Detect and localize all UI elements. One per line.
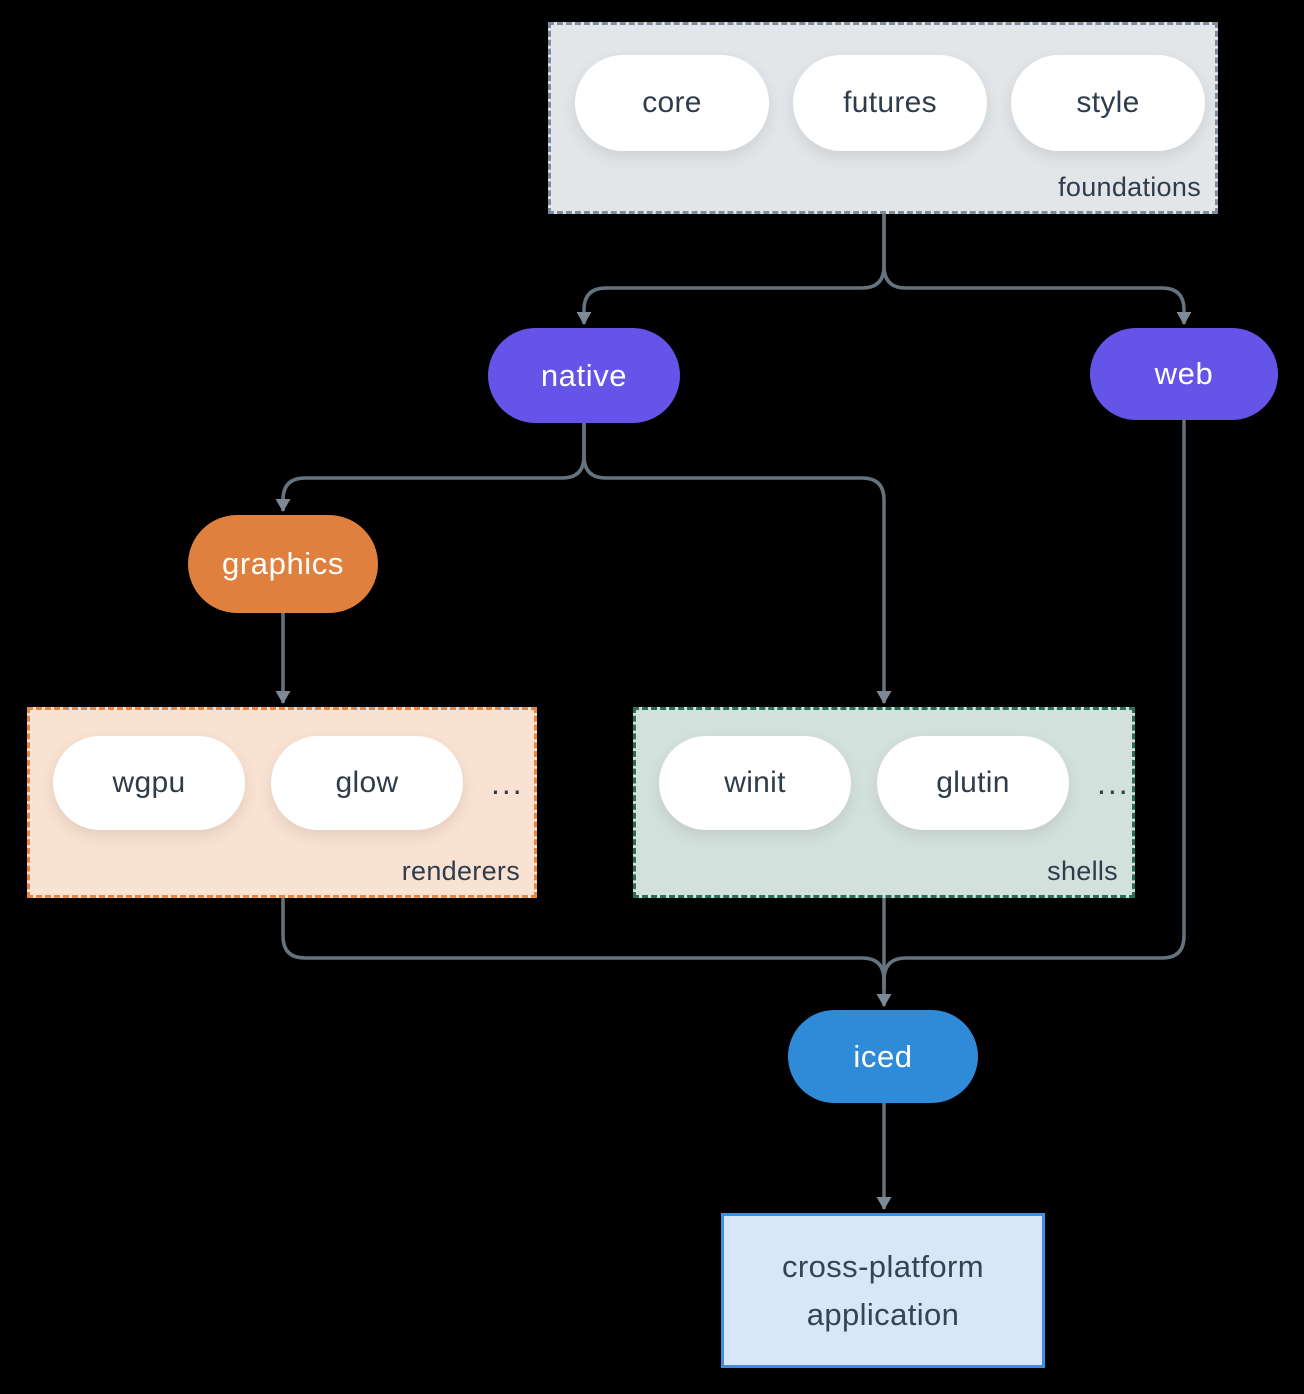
shells-group: winit glutin ... shells <box>633 707 1135 898</box>
application-label-line1: cross-platform <box>782 1248 984 1284</box>
edge-native-to-graphics <box>275 423 586 512</box>
node-wgpu: wgpu <box>53 736 245 830</box>
node-futures: futures <box>793 55 987 151</box>
node-native: native <box>488 328 680 423</box>
shells-ellipsis: ... <box>1097 764 1130 801</box>
node-cross-platform-application: cross-platform application <box>721 1213 1045 1368</box>
node-winit: winit <box>659 736 851 830</box>
shells-pill-row: winit glutin ... <box>659 736 1130 830</box>
edge-foundations-to-web <box>882 214 1192 325</box>
edge-renderers-to-iced <box>281 898 886 990</box>
node-glutin: glutin <box>877 736 1069 830</box>
renderers-pill-row: wgpu glow ... <box>53 736 524 830</box>
renderers-group-label: renderers <box>401 856 520 886</box>
renderers-ellipsis: ... <box>491 764 524 801</box>
foundations-pill-row: core futures style <box>575 55 1205 151</box>
node-core: core <box>575 55 769 151</box>
edge-native-to-shells <box>582 423 892 704</box>
edge-foundations-to-native <box>576 214 886 325</box>
foundations-group-label: foundations <box>1058 172 1201 202</box>
foundations-group: core futures style foundations <box>548 22 1218 214</box>
node-graphics: graphics <box>188 515 378 613</box>
application-label-line2: application <box>806 1296 960 1332</box>
node-iced: iced <box>788 1010 978 1103</box>
renderers-group: wgpu glow ... renderers <box>27 707 537 898</box>
edge-web-to-iced <box>882 420 1186 990</box>
node-style: style <box>1011 55 1205 151</box>
node-glow: glow <box>271 736 463 830</box>
shells-group-label: shells <box>1047 856 1118 886</box>
node-web: web <box>1090 328 1278 420</box>
